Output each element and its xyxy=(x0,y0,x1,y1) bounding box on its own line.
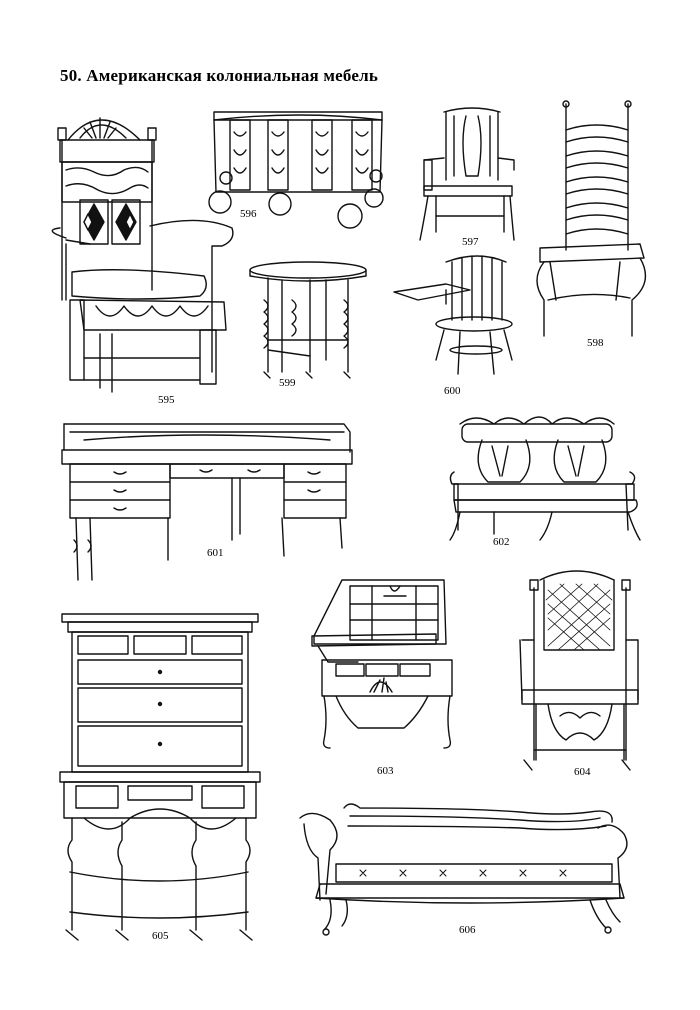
figure-603-slant-desk xyxy=(312,580,452,748)
figure-number-595: 595 xyxy=(158,394,175,406)
figure-number-605: 605 xyxy=(152,930,169,942)
figure-597-armchair xyxy=(420,108,514,240)
figure-number-598: 598 xyxy=(587,337,604,349)
figure-595-wainscot-chair xyxy=(52,118,233,392)
figure-596-painted-chest xyxy=(209,112,383,228)
figure-number-597: 597 xyxy=(462,236,479,248)
figure-number-599: 599 xyxy=(279,377,296,389)
figure-number-604: 604 xyxy=(574,766,591,778)
figure-605-highboy xyxy=(60,614,260,940)
figure-number-606: 606 xyxy=(459,924,476,936)
figure-602-settee xyxy=(450,417,640,540)
figure-number-602: 602 xyxy=(493,536,510,548)
figure-number-600: 600 xyxy=(444,385,461,397)
figure-number-596: 596 xyxy=(240,208,257,220)
page-title: 50. Американская колониальная мебель xyxy=(60,66,379,85)
figure-number-603: 603 xyxy=(377,765,394,777)
figure-606-sofa xyxy=(300,804,627,935)
figure-number-601: 601 xyxy=(207,547,224,559)
figure-601-desk xyxy=(62,424,352,580)
figure-600-writing-chair xyxy=(394,256,512,374)
figure-598-ladderback-chair xyxy=(537,101,645,336)
figure-604-caneback-chair xyxy=(520,571,638,770)
figure-599-gateleg-table xyxy=(250,262,366,378)
